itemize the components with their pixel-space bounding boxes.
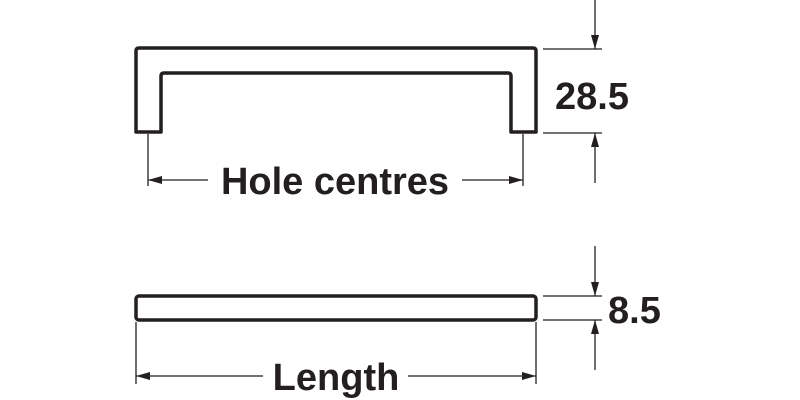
- thickness-dimension: 8.5: [543, 246, 661, 370]
- length-label: Length: [273, 357, 400, 399]
- height-value: 28.5: [555, 76, 629, 118]
- handle-front-view: [134, 46, 538, 134]
- thickness-value: 8.5: [608, 290, 661, 332]
- hole-centres-label: Hole centres: [221, 161, 449, 203]
- hole-centres-dimension: Hole centres: [147, 134, 524, 203]
- height-dimension: 28.5: [543, 0, 629, 183]
- length-dimension: Length: [135, 322, 537, 399]
- handle-side-view: [134, 294, 538, 322]
